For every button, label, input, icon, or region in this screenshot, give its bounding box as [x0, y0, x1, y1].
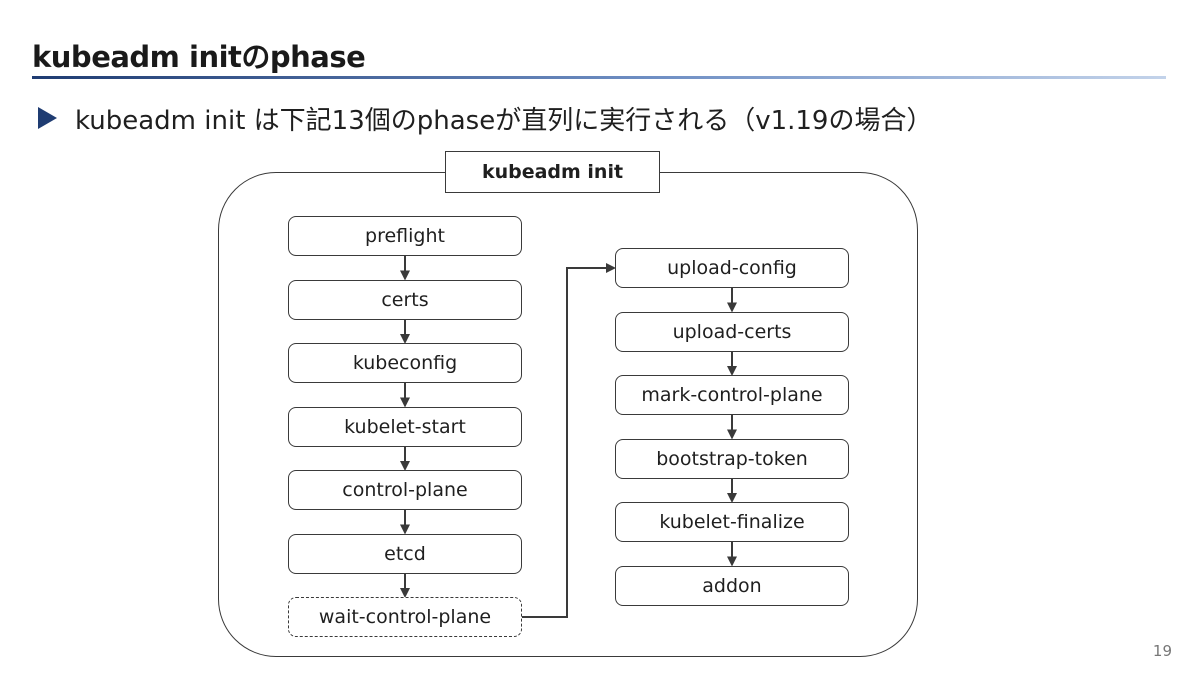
- phase-box-kubeconfig: kubeconfig: [288, 343, 522, 383]
- triangle-bullet-icon: [38, 107, 57, 129]
- bullet-item: kubeadm init は下記13個のphaseが直列に実行される（v1.19…: [38, 100, 932, 136]
- title-underline: [32, 76, 1166, 79]
- phase-box-bootstrap-token: bootstrap-token: [615, 438, 849, 479]
- arrow-connector-icon: [522, 263, 616, 618]
- slide-title: kubeadm initのphase: [32, 40, 366, 74]
- frame-label: kubeadm init: [445, 151, 660, 193]
- phase-box-preflight: preflight: [288, 216, 522, 256]
- phase-box-mark-control-plane: mark-control-plane: [615, 375, 849, 415]
- phase-box-control-plane: control-plane: [288, 470, 522, 510]
- bullet-text: kubeadm init は下記13個のphaseが直列に実行される（v1.19…: [75, 105, 933, 136]
- phase-box-upload-certs: upload-certs: [615, 311, 849, 352]
- phase-box-kubelet-start: kubelet-start: [288, 406, 522, 447]
- phase-box-addon: addon: [615, 565, 849, 606]
- phase-box-etcd: etcd: [288, 533, 522, 574]
- phase-box-kubelet-finalize: kubelet-finalize: [615, 502, 849, 542]
- page-number: 19: [1152, 642, 1172, 660]
- phase-box-certs: certs: [288, 279, 522, 320]
- phase-box-wait-control-plane: wait-control-plane: [288, 597, 522, 637]
- phase-box-upload-config: upload-config: [615, 248, 849, 288]
